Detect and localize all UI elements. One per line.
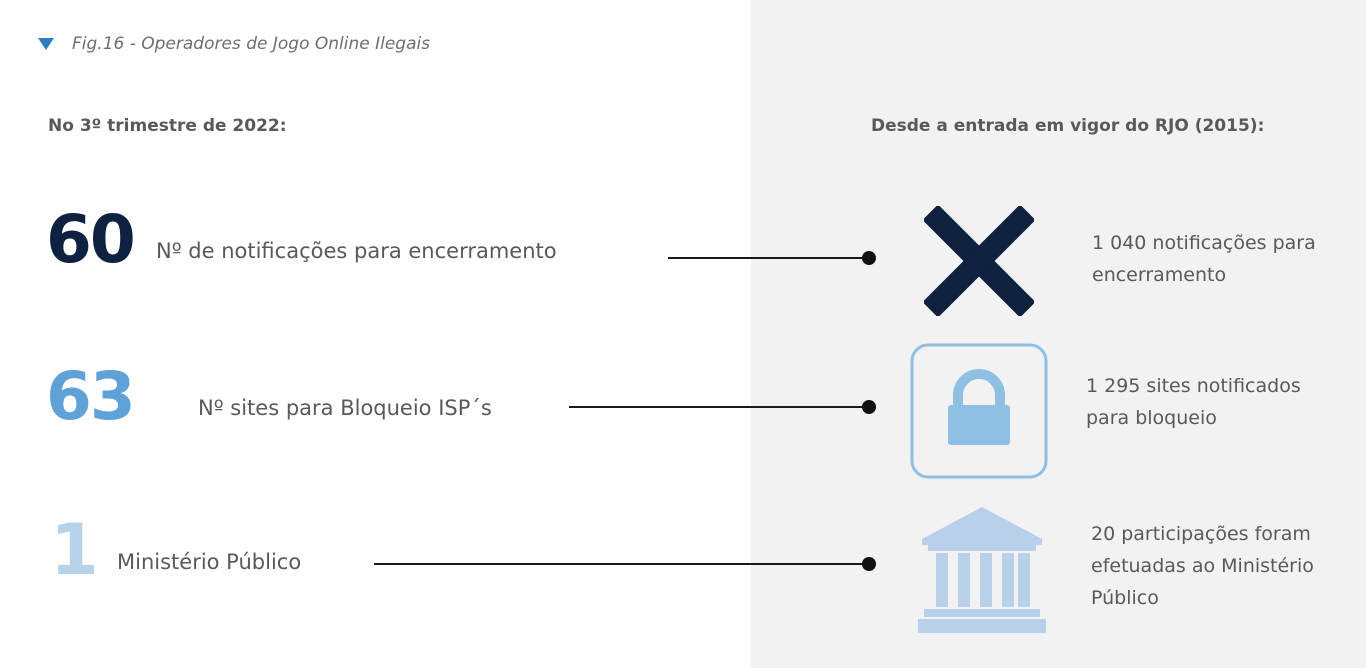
- desc-line: encerramento: [1092, 264, 1227, 286]
- desc-line: 20 participações foram: [1091, 523, 1311, 545]
- stat-label-ministerio: Ministério Público: [117, 550, 302, 574]
- connector-line: [668, 257, 868, 259]
- stat-number-sites: 63: [46, 358, 136, 435]
- caption-text: Fig.16 - Operadores de Jogo Online Ilega…: [72, 34, 431, 54]
- left-heading: No 3º trimestre de 2022:: [48, 116, 287, 136]
- desc-notifications: 1 040 notificações para encerramento: [1092, 227, 1352, 291]
- figure-caption: Fig.16 - Operadores de Jogo Online Ilega…: [38, 34, 430, 54]
- desc-sites: 1 295 sites notificados para bloqueio: [1086, 370, 1346, 434]
- connector-line: [569, 406, 868, 408]
- connector-line: [374, 563, 868, 565]
- desc-line: 1 040 notificações para: [1092, 232, 1316, 254]
- right-heading: Desde a entrada em vigor do RJO (2015):: [871, 116, 1265, 136]
- close-x-icon: [924, 206, 1034, 316]
- connector-dot: [862, 557, 876, 571]
- desc-ministerio: 20 participações foram efetuadas ao Mini…: [1091, 518, 1351, 614]
- desc-line: 1 295 sites notificados: [1086, 375, 1301, 397]
- stat-number-ministerio: 1: [50, 509, 99, 591]
- right-panel: [751, 0, 1366, 668]
- padlock-icon: [910, 343, 1048, 479]
- stat-label-notifications: Nº de notificações para encerramento: [156, 239, 557, 263]
- connector-dot: [862, 400, 876, 414]
- desc-line: Público: [1091, 587, 1159, 609]
- desc-line: para bloqueio: [1086, 407, 1217, 429]
- desc-line: efetuadas ao Ministério: [1091, 555, 1314, 577]
- courthouse-icon: [918, 507, 1046, 633]
- triangle-down-icon: [38, 38, 54, 50]
- stat-label-sites: Nº sites para Bloqueio ISP´s: [198, 396, 492, 420]
- stat-number-notifications: 60: [46, 201, 136, 278]
- connector-dot: [862, 251, 876, 265]
